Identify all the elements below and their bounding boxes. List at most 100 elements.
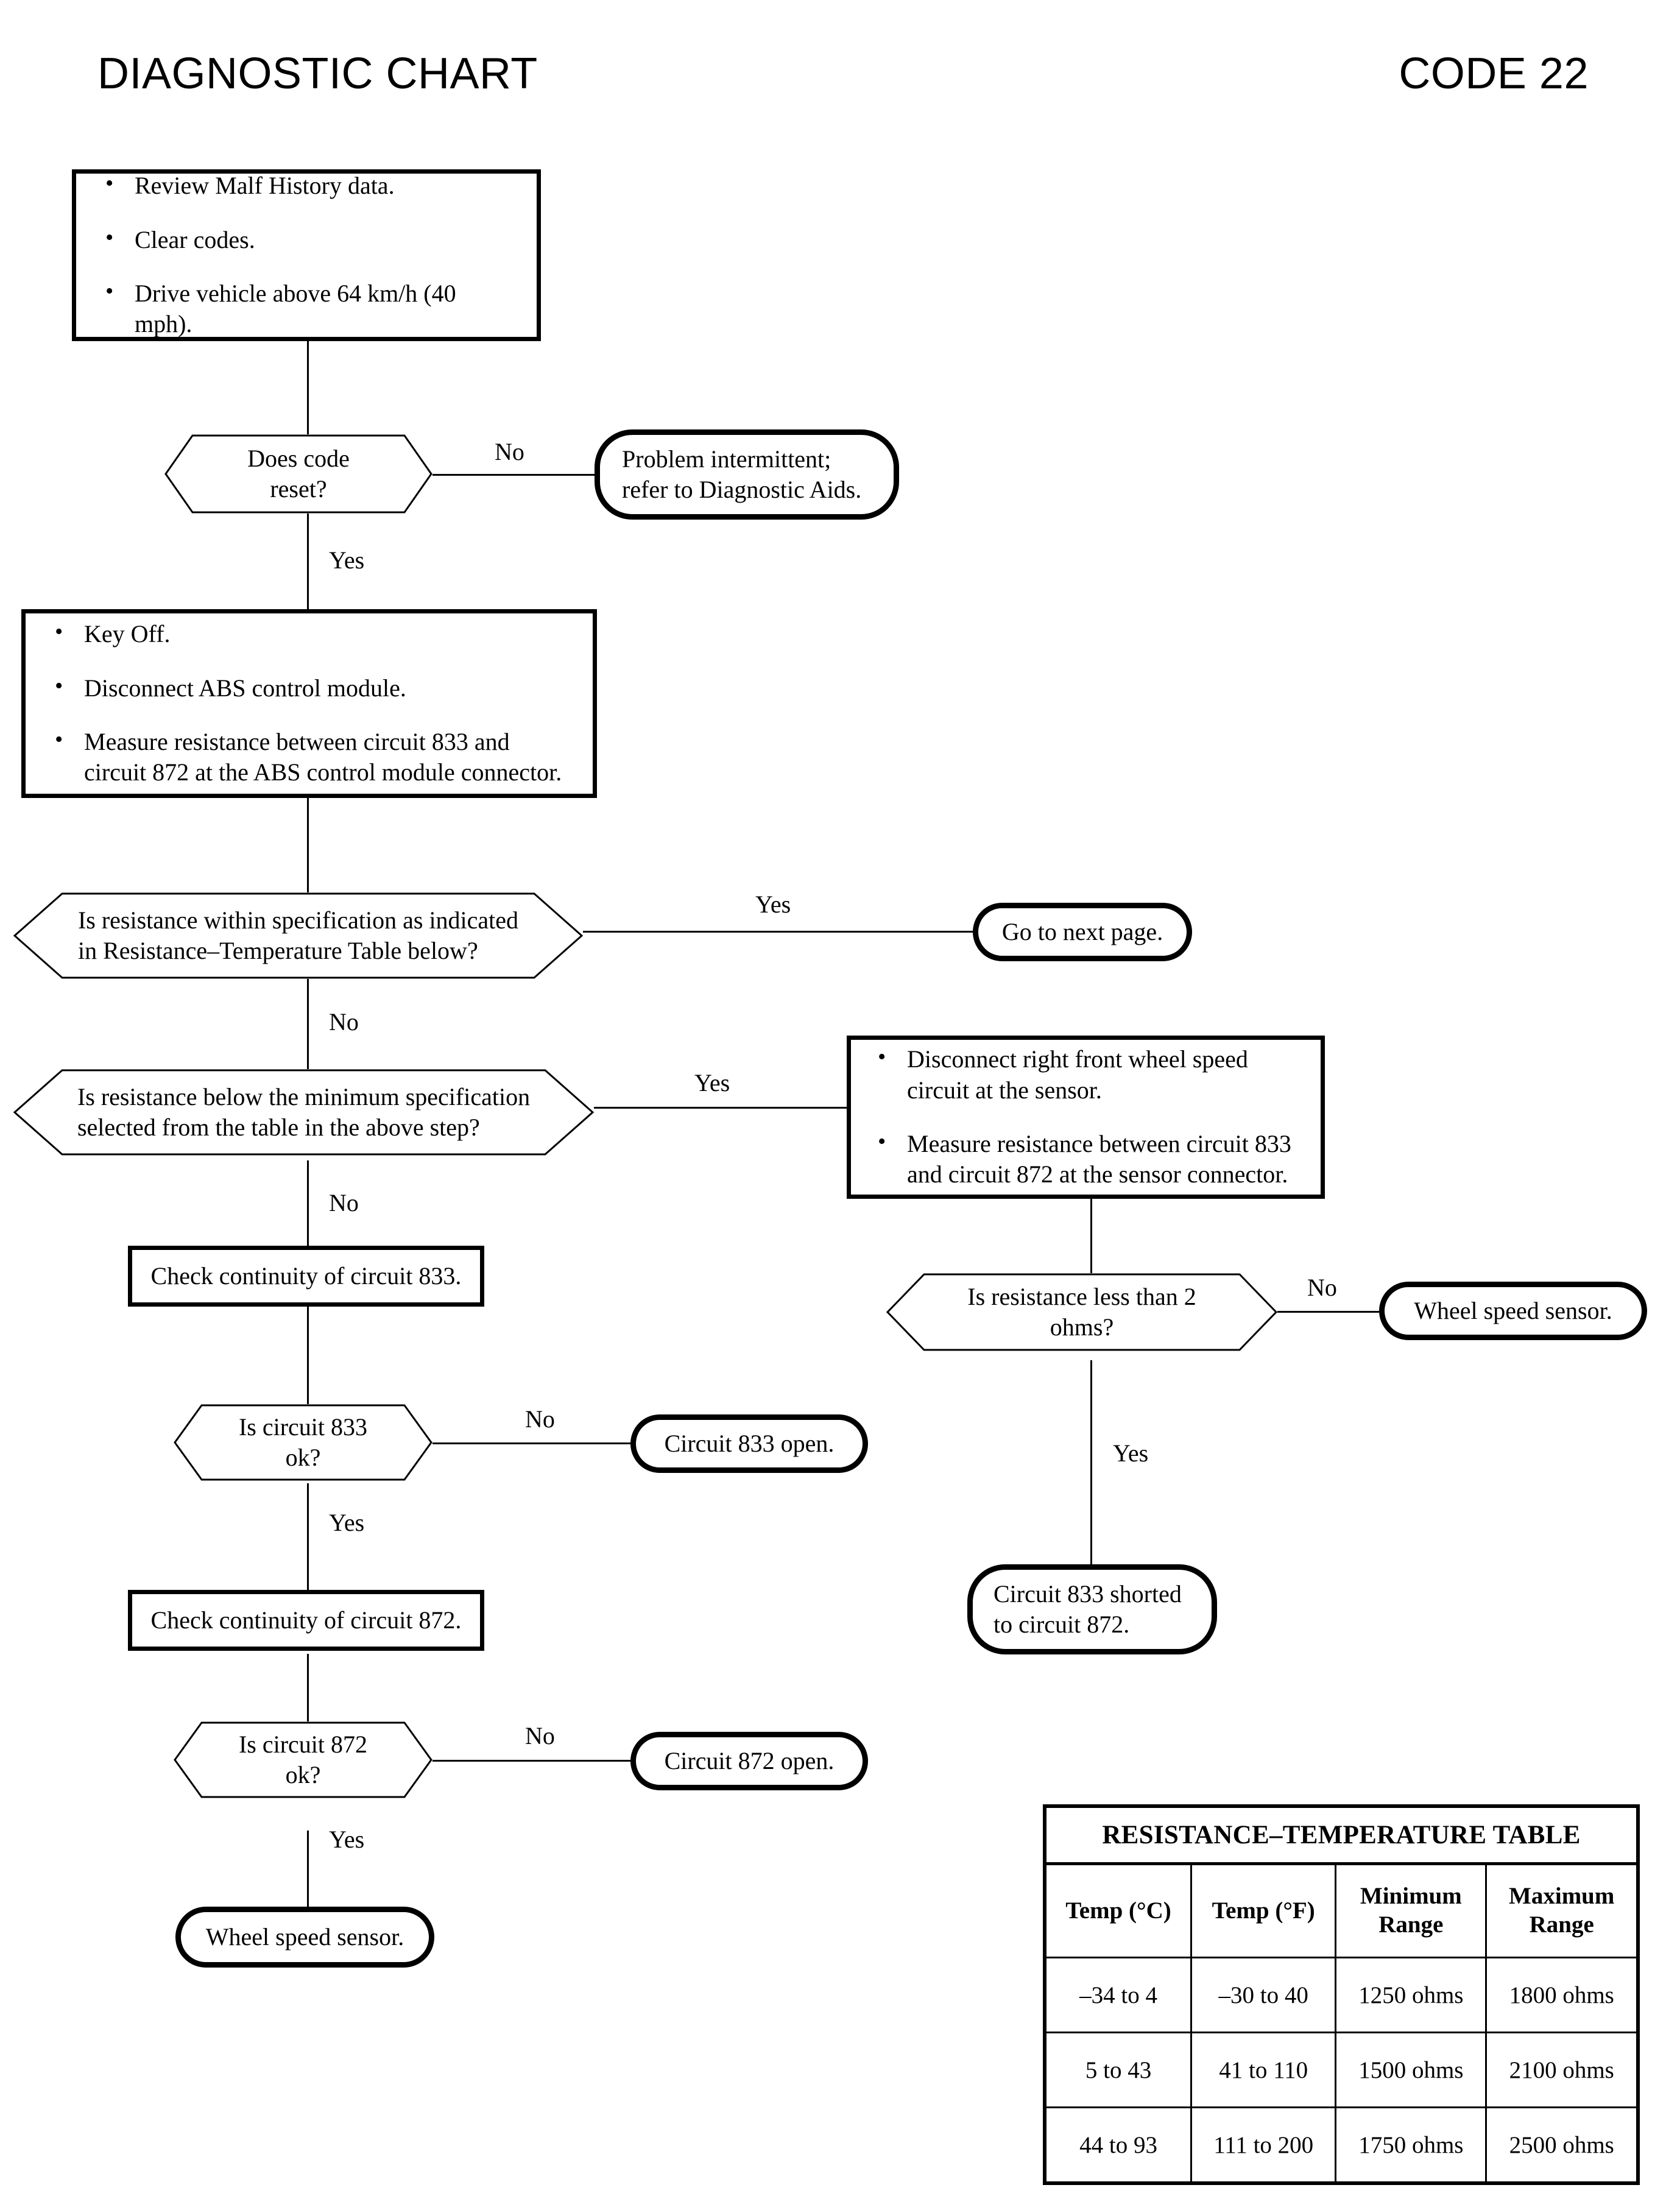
decision-label: Does code reset?	[247, 444, 350, 503]
bullet-icon: •	[55, 619, 63, 645]
cell-max-range: 2100 ohms	[1485, 2032, 1639, 2108]
hexagon-shape	[13, 1069, 594, 1156]
connector-less2ohms-no	[1277, 1311, 1379, 1313]
edge-label-within-spec-no: No	[329, 1008, 359, 1036]
edge-label-less2-yes: Yes	[1113, 1439, 1149, 1467]
connector-ok872-to-sensor	[307, 1830, 309, 1907]
terminal-circuit-833-open[interactable]: Circuit 833 open.	[630, 1414, 868, 1473]
cell-min-range: 1250 ohms	[1335, 1957, 1488, 2033]
connector-withinspec-to-belowmin	[307, 978, 309, 1081]
decision-does-code-reset[interactable]: Does code reset?	[164, 434, 432, 514]
connector-ok833-to-check872	[307, 1483, 309, 1590]
terminal-label: Circuit 833 open.	[664, 1429, 835, 1457]
process-box-check-circuit-833[interactable]: Check continuity of circuit 833.	[128, 1246, 484, 1307]
cell-temp-f: 41 to 110	[1190, 2032, 1337, 2108]
edge-label-ok833-yes: Yes	[329, 1509, 365, 1536]
edge-label-ok833-no: No	[525, 1405, 555, 1433]
list-item: •Disconnect ABS control module.	[55, 673, 406, 702]
list-item: •Key Off.	[55, 619, 171, 648]
terminal-wheel-speed-sensor-left[interactable]: Wheel speed sensor.	[175, 1907, 434, 1968]
process-box-step1[interactable]: •Review Malf History data. •Clear codes.…	[72, 169, 541, 341]
edge-label-ok872-no: No	[525, 1722, 555, 1749]
list-item: •Review Malf History data.	[105, 171, 395, 200]
bullet-icon: •	[878, 1129, 886, 1154]
process-box-step3[interactable]: •Disconnect right front wheel speed circ…	[847, 1036, 1325, 1199]
table-row: –34 to 4 –30 to 40 1250 ohms 1800 ohms	[1043, 1957, 1639, 2033]
bullet-icon: •	[55, 727, 63, 752]
list-item: •Measure resistance between circuit 833 …	[878, 1129, 1291, 1188]
edge-label-below-min-yes: Yes	[694, 1069, 730, 1096]
cell-max-range: 1800 ohms	[1485, 1957, 1639, 2033]
bullet-icon: •	[55, 673, 63, 699]
terminal-label: Go to next page.	[1001, 917, 1163, 945]
decision-label: Is resistance within specification as in…	[77, 906, 519, 964]
connector-withinspec-yes	[583, 931, 973, 933]
decision-resistance-less-than-2-ohms[interactable]: Is resistance less than 2 ohms?	[886, 1273, 1277, 1351]
edge-label-within-spec-yes: Yes	[755, 891, 791, 918]
connector-less2ohms-to-shorted	[1090, 1360, 1092, 1564]
resistance-temperature-table: RESISTANCE–TEMPERATURE TABLE Temp (°C) T…	[1043, 1804, 1640, 2185]
hexagon-shape	[13, 892, 583, 979]
cell-min-range: 1750 ohms	[1335, 2106, 1488, 2184]
hexagon-shape	[164, 434, 432, 514]
bullet-list: •Review Malf History data. •Clear codes.…	[94, 171, 518, 340]
column-header-maximum-range: Maximum Range	[1485, 1863, 1639, 1958]
column-header-temp-f: Temp (°F)	[1190, 1863, 1337, 1958]
bullet-list: •Key Off. •Disconnect ABS control module…	[44, 619, 574, 788]
connector-check833-to-ok833	[307, 1307, 309, 1410]
bullet-icon: •	[105, 224, 114, 250]
table-title: RESISTANCE–TEMPERATURE TABLE	[1043, 1805, 1639, 1865]
process-box-step2[interactable]: •Key Off. •Disconnect ABS control module…	[21, 609, 597, 798]
connector-codereset-to-step2	[307, 503, 309, 609]
cell-temp-f: –30 to 40	[1190, 1957, 1337, 2033]
cell-temp-c: 5 to 43	[1043, 2032, 1193, 2108]
terminal-circuit-833-shorted[interactable]: Circuit 833 shorted to circuit 872.	[967, 1564, 1217, 1654]
hexagon-shape	[886, 1273, 1277, 1351]
edge-label-code-reset-no: No	[495, 438, 524, 465]
decision-circuit-833-ok[interactable]: Is circuit 833 ok?	[174, 1404, 432, 1481]
cell-max-range: 2500 ohms	[1485, 2106, 1639, 2184]
decision-label: Is circuit 833 ok?	[238, 1413, 368, 1471]
edge-label-below-min-no: No	[329, 1189, 359, 1216]
terminal-label: Problem intermittent; refer to Diagnosti…	[622, 445, 862, 503]
connector-ok872-no	[430, 1760, 630, 1762]
cell-temp-f: 111 to 200	[1190, 2106, 1337, 2184]
list-item: •Clear codes.	[105, 224, 255, 253]
decision-label: Is resistance below the minimum specific…	[77, 1082, 531, 1141]
bullet-icon: •	[105, 278, 114, 304]
edge-label-ok872-yes: Yes	[329, 1826, 365, 1853]
terminal-label: Wheel speed sensor.	[205, 1922, 404, 1951]
decision-label: Is resistance less than 2 ohms?	[967, 1282, 1196, 1341]
hexagon-shape	[174, 1404, 432, 1481]
list-item: •Disconnect right front wheel speed circ…	[878, 1044, 1248, 1104]
connector-codereset-no	[430, 474, 595, 476]
decision-resistance-below-min[interactable]: Is resistance below the minimum specific…	[13, 1069, 594, 1156]
code-label: CODE 22	[1399, 49, 1589, 98]
connector-belowmin-to-check833	[307, 1160, 309, 1246]
terminal-label: Wheel speed sensor.	[1414, 1296, 1612, 1324]
terminal-wheel-speed-sensor-right[interactable]: Wheel speed sensor.	[1379, 1282, 1647, 1340]
terminal-label: Circuit 833 shorted to circuit 872.	[994, 1580, 1182, 1638]
connector-step3-to-less2ohms	[1090, 1199, 1092, 1278]
decision-circuit-872-ok[interactable]: Is circuit 872 ok?	[174, 1721, 432, 1798]
decision-label: Is circuit 872 ok?	[238, 1730, 368, 1788]
cell-min-range: 1500 ohms	[1335, 2032, 1488, 2108]
page-title: DIAGNOSTIC CHART	[97, 49, 538, 98]
column-header-temp-c: Temp (°C)	[1043, 1863, 1193, 1958]
edge-label-code-reset-yes: Yes	[329, 546, 365, 574]
bullet-list: •Disconnect right front wheel speed circ…	[867, 1044, 1305, 1190]
process-label: Check continuity of circuit 833.	[150, 1262, 462, 1290]
process-box-check-circuit-872[interactable]: Check continuity of circuit 872.	[128, 1590, 484, 1651]
connector-check872-to-ok872	[307, 1654, 309, 1757]
terminal-problem-intermittent[interactable]: Problem intermittent; refer to Diagnosti…	[595, 429, 899, 520]
decision-resistance-within-spec[interactable]: Is resistance within specification as in…	[13, 892, 583, 979]
terminal-go-to-next-page[interactable]: Go to next page.	[973, 903, 1192, 961]
edge-label-less2-no: No	[1307, 1274, 1337, 1301]
table-header-row: Temp (°C) Temp (°F) Minimum Range Maximu…	[1043, 1863, 1639, 1958]
bullet-icon: •	[105, 171, 114, 197]
connector-step2-to-withinspec	[307, 798, 309, 892]
cell-temp-c: –34 to 4	[1043, 1957, 1193, 2033]
list-item: •Drive vehicle above 64 km/h (40 mph).	[105, 278, 456, 338]
terminal-circuit-872-open[interactable]: Circuit 872 open.	[630, 1732, 868, 1790]
